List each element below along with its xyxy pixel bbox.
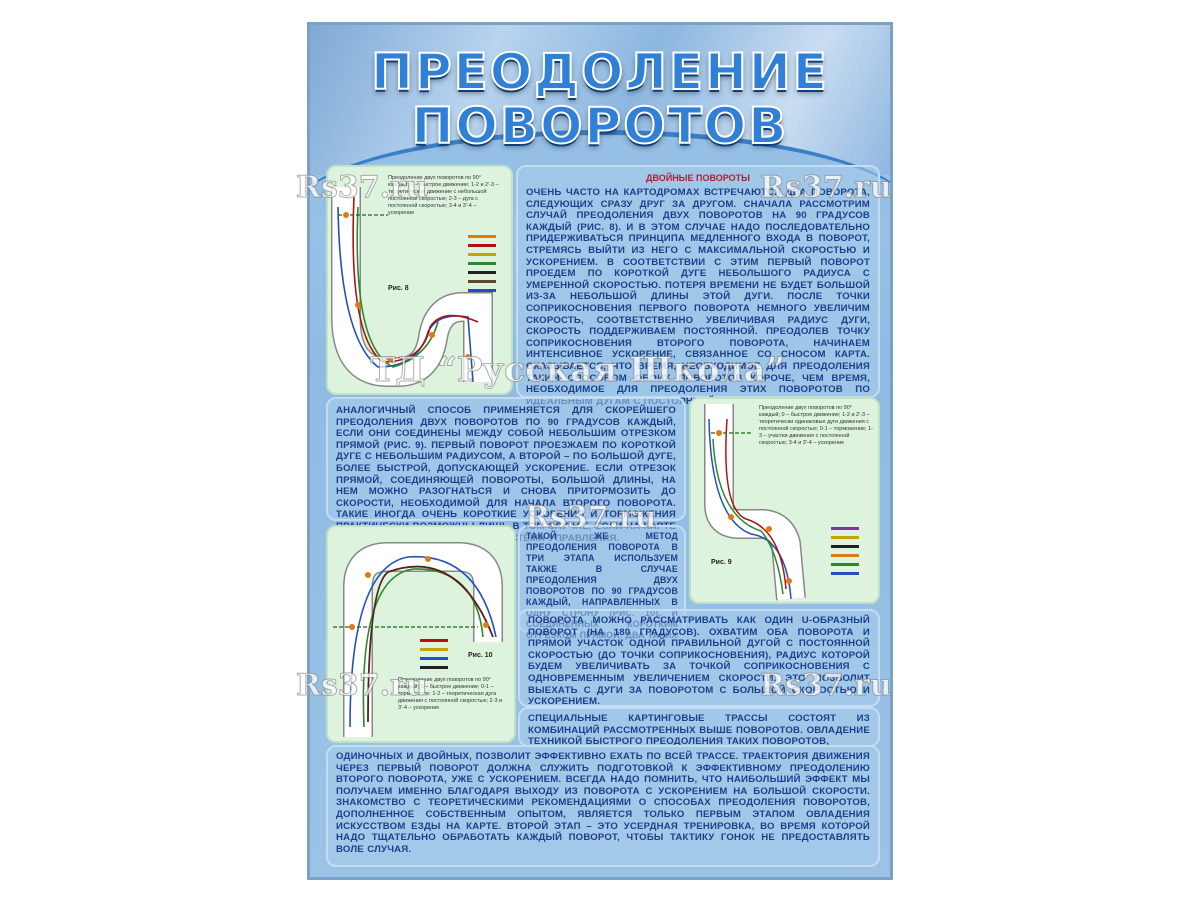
legend-swatch: [468, 289, 496, 292]
legend-swatch: [420, 639, 448, 642]
watermark-site: Rs37.ru: [296, 170, 429, 206]
section-fig9-text: АНАЛОГИЧНЫЙ СПОСОБ ПРИМЕНЯЕТСЯ ДЛЯ СКОРЕ…: [326, 397, 686, 544]
figure-9-panel: Преодоление двух поворотов по 90° каждый…: [689, 397, 880, 604]
legend-swatch: [468, 271, 496, 274]
section-heading: ДВОЙНЫЕ ПОВОРОТЫ: [646, 173, 750, 183]
figure-8-panel: Преодоление двух поворотов по 90° каждый…: [326, 165, 513, 395]
legend-swatch: [468, 262, 496, 265]
poster-title-line2: ПОВОРОТОВ: [411, 96, 789, 156]
legend-swatch: [831, 536, 859, 539]
legend-swatch: [831, 554, 859, 557]
figure-10-legend: [420, 639, 448, 675]
figure-10-caption: Преодоление двух поворотов по 90° каждый…: [398, 677, 503, 711]
figure-10-panel: Рис. 10 Преодоление двух поворотов по 90…: [326, 525, 516, 743]
legend-swatch: [831, 572, 859, 575]
section-text: ПОВОРОТА МОЖНО РАССМАТРИВАТЬ КАК ОДИН U-…: [528, 615, 870, 708]
watermark-company: ТД “Русская Школа”: [369, 350, 786, 391]
legend-swatch: [831, 563, 859, 566]
figure-8-legend: [468, 235, 496, 298]
watermark-site: Rs37.ru: [760, 668, 893, 704]
figure-10-label: Рис. 10: [468, 652, 493, 659]
legend-swatch: [468, 253, 496, 256]
figure-9-legend: [831, 527, 859, 581]
poster: ПРЕОДОЛЕНИЕ ПОВОРОТОВ Преодоление двух п…: [307, 22, 893, 880]
watermark-site: Rs37.ru: [760, 170, 893, 206]
figure-9-diagram: [704, 404, 806, 601]
legend-swatch: [468, 235, 496, 238]
watermark-site: Rs37.ru: [296, 668, 429, 704]
section-summary-bottom: ОДИНОЧНЫХ И ДВОЙНЫХ, ПОЗВОЛИТ ЭФФЕКТИВНО…: [326, 745, 880, 867]
section-u-turn-text: ПОВОРОТА МОЖНО РАССМАТРИВАТЬ КАК ОДИН U-…: [518, 609, 880, 707]
legend-swatch: [420, 657, 448, 660]
legend-swatch: [468, 280, 496, 283]
legend-swatch: [831, 527, 859, 530]
watermark-site: Rs37.ru: [525, 500, 658, 536]
legend-swatch: [420, 648, 448, 651]
figure-8-label: Рис. 8: [388, 285, 409, 292]
figure-9-caption: Преодоление двух поворотов по 90° каждый…: [759, 405, 873, 446]
legend-swatch: [420, 666, 448, 669]
legend-swatch: [468, 244, 496, 247]
figure-9-label: Рис. 9: [711, 559, 732, 566]
section-double-turns: ДВОЙНЫЕ ПОВОРОТЫ ОЧЕНЬ ЧАСТО НА КАРТОДРО…: [516, 165, 880, 407]
figure-8-diagram: [331, 187, 493, 387]
section-text: СПЕЦИАЛЬНЫЕ КАРТИНГОВЫЕ ТРАССЫ СОСТОЯТ И…: [528, 713, 870, 748]
section-summary-top: СПЕЦИАЛЬНЫЕ КАРТИНГОВЫЕ ТРАССЫ СОСТОЯТ И…: [518, 707, 880, 747]
figure-10-diagram: [333, 542, 503, 737]
section-text: ОДИНОЧНЫХ И ДВОЙНЫХ, ПОЗВОЛИТ ЭФФЕКТИВНО…: [336, 751, 870, 855]
figure-8-caption: Преодоление двух поворотов по 90° каждый…: [388, 175, 499, 216]
poster-title-line1: ПРЕОДОЛЕНИЕ: [370, 42, 829, 102]
legend-swatch: [831, 545, 859, 548]
